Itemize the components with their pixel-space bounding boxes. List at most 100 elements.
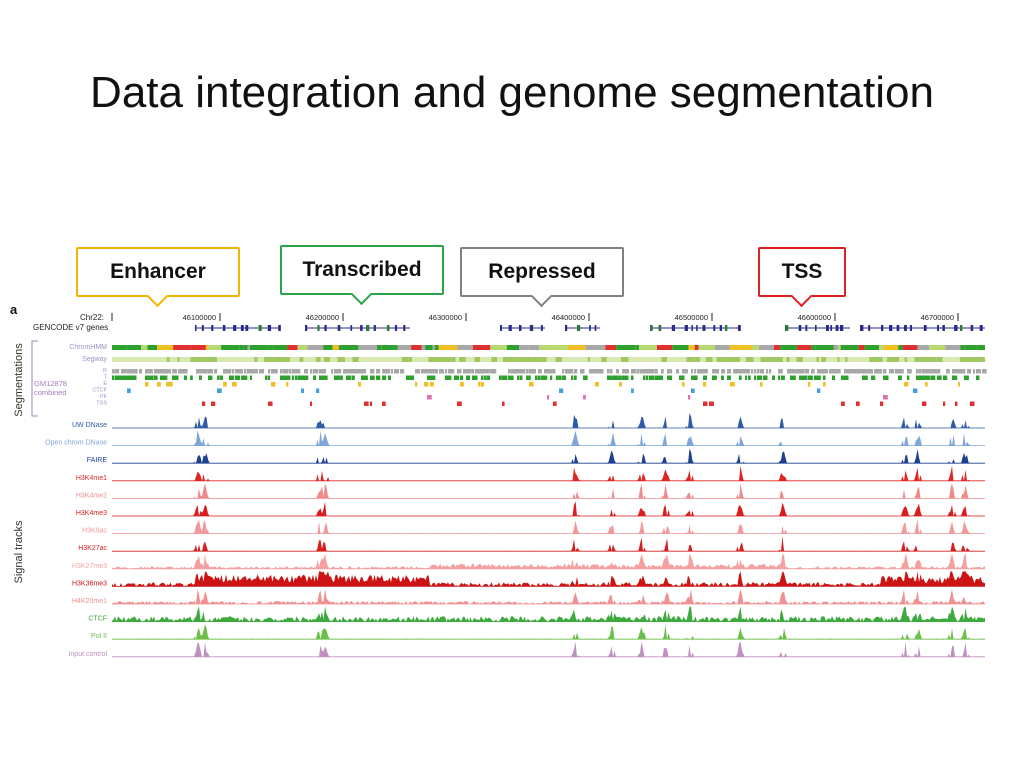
segmentation-block [796, 357, 803, 362]
gene-exon [970, 325, 974, 331]
combined-state-mark [271, 382, 276, 387]
segmentation-block [323, 357, 331, 362]
coordinate-label: 46700000 [921, 313, 954, 322]
combined-state-mark [790, 375, 794, 380]
combined-state-mark [799, 375, 803, 380]
segmentation-block [585, 345, 606, 350]
segmentation-block [910, 357, 915, 362]
signal-profile [112, 430, 985, 446]
combined-state-mark [160, 375, 165, 380]
segmentation-block [924, 357, 927, 362]
segmentation-block [149, 357, 157, 362]
segmentation-block [515, 357, 518, 362]
combined-state-mark [703, 401, 708, 406]
combined-state-label: E [103, 381, 107, 387]
combined-state-mark [880, 369, 883, 374]
combined-state-mark [817, 375, 821, 380]
segmentation-block [959, 357, 967, 362]
combined-state-mark [691, 388, 695, 393]
combined-state-mark [874, 369, 879, 374]
segmentation-block [745, 357, 754, 362]
combined-state-mark [334, 375, 339, 380]
segmentation-block [337, 357, 342, 362]
combined-state-mark [727, 369, 732, 374]
segmentation-block [414, 357, 422, 362]
signal-track-label: UW DNase [72, 422, 107, 429]
segmentation-block [716, 357, 722, 362]
gene-track-label: GENCODE v7 genes [33, 323, 108, 332]
combined-state-mark [787, 369, 792, 374]
segmentation-block [858, 345, 865, 350]
combined-state-mark [931, 375, 936, 380]
slide-title: Data integration and genome segmentation [90, 68, 934, 117]
repressed-callout: Repressed [460, 247, 624, 308]
segmentation-block [886, 357, 892, 362]
combined-state-mark [133, 375, 137, 380]
segmentation-block [455, 357, 460, 362]
segmentation-block [421, 357, 429, 362]
gene-exon [826, 325, 829, 331]
segmentation-block [497, 357, 503, 362]
coordinate-label: 46400000 [552, 313, 585, 322]
combined-state-mark [739, 369, 744, 374]
gene-exon [696, 325, 698, 331]
combined-state-mark [286, 369, 289, 374]
segmentation-block [567, 345, 586, 350]
combined-state-mark [421, 369, 425, 374]
signal-track-label: H3K4me3 [76, 510, 107, 517]
combined-state-mark [427, 375, 431, 380]
segmentation-block [469, 357, 475, 362]
combined-state-mark [361, 375, 365, 380]
segmentation-block [243, 345, 248, 350]
segmentation-block [323, 345, 333, 350]
combined-state-mark [634, 369, 637, 374]
gene-exon [518, 325, 522, 331]
segmentation-block [712, 357, 717, 362]
segmentation-block [166, 357, 170, 362]
combined-state-mark [619, 375, 622, 380]
segmentation-block [809, 357, 817, 362]
combined-state-mark [223, 369, 227, 374]
combined-state-mark [958, 369, 963, 374]
combined-state-mark [508, 369, 511, 374]
segmentation-block [882, 357, 887, 362]
combined-state-mark [370, 375, 375, 380]
signal-track-label: H3K27me3 [72, 563, 107, 570]
combined-state-mark [703, 382, 707, 387]
segmentation-block [811, 345, 816, 350]
gene-exon [942, 325, 945, 331]
segmentation-block [522, 357, 528, 362]
combined-state-mark [616, 369, 620, 374]
combined-state-mark [616, 375, 619, 380]
gene-exon [403, 325, 406, 331]
segmentation-block [277, 357, 283, 362]
combined-state-mark [241, 375, 245, 380]
combined-state-mark [799, 369, 803, 374]
combined-state-mark [121, 369, 126, 374]
enhancer-callout: Enhancer [76, 247, 240, 308]
combined-state-mark [235, 375, 239, 380]
transcribed-label: Transcribed [302, 258, 422, 281]
combined-state-mark [532, 369, 536, 374]
combined-state-mark [922, 401, 927, 406]
combined-state-mark [571, 369, 574, 374]
segmentation-block [661, 357, 667, 362]
segmentation-block [411, 345, 422, 350]
gene-exon [805, 325, 808, 331]
combined-state-mark [490, 369, 494, 374]
combined-state-mark [679, 375, 684, 380]
combined-state-mark [199, 375, 202, 380]
combined-state-mark [484, 369, 489, 374]
combined-state-mark [316, 369, 319, 374]
combined-state-mark [217, 375, 220, 380]
segmentation-block [869, 357, 876, 362]
segmentation-block [692, 357, 696, 362]
combined-state-mark [847, 369, 852, 374]
segmentation-block [917, 345, 930, 350]
combined-state-mark [817, 388, 821, 393]
tss-label: TSS [781, 260, 823, 283]
combined-state-mark [316, 388, 320, 393]
combined-state-mark [295, 369, 299, 374]
segmentation-block [173, 345, 192, 350]
combined-state-mark [310, 369, 313, 374]
